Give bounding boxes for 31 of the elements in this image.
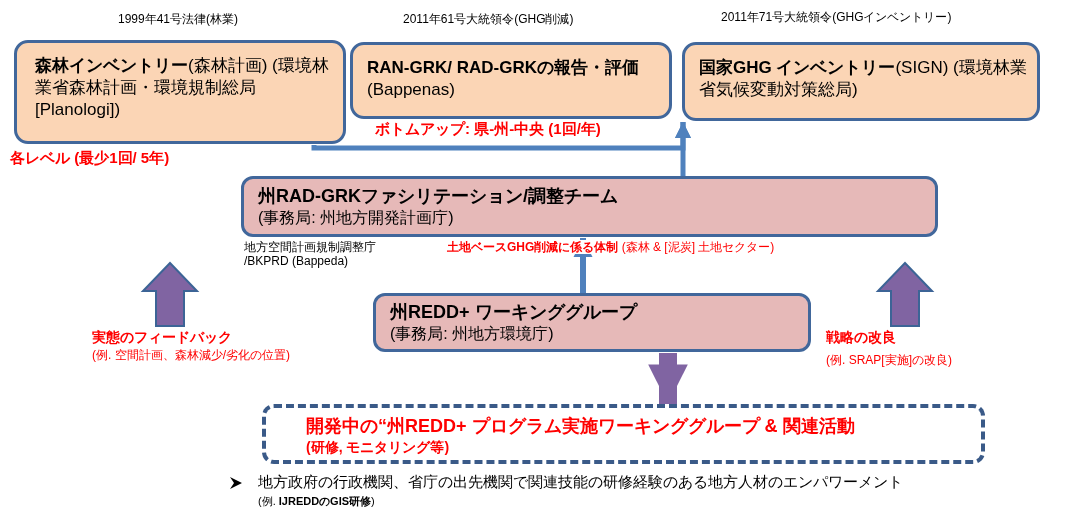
arrow [573,238,593,293]
frequency-note: 各レベル (最少1回/ 5年) [10,149,170,167]
box-subtitle: (事務局: 州地方環境庁) [390,323,554,344]
box-title: 森林インベントリー(森林計画) (環境林業省森林計画・環境規制総局[Planologi]) [35,55,330,122]
arrow [648,353,688,404]
improvement-example: (例. SRAP[実施]の改良) [826,353,952,368]
box-title: 国家GHG インベントリー(SIGN) (環境林業省気候変動対策総局) [699,57,1028,102]
feedback-caption: 実態のフィードバック [92,329,232,346]
feedback-example: (例. 空間計画、森林減少/劣化の位置) [92,348,290,363]
team-box [373,293,811,352]
law-caption: 2011年61号大統領令(GHG削減) [403,12,574,27]
box-title: 州REDD+ ワーキンググループ [390,301,637,324]
agency-box [682,42,1040,121]
agency-box [350,42,672,119]
law-caption: 1999年41号法律(林業) [118,12,239,27]
agency-box [14,40,346,144]
box-title: 開発中の“州REDD+ プログラム実施ワーキンググループ & 関連活動 [306,415,855,438]
arrow [675,122,691,176]
edge-label: ボトムアップ: 県-州-中央 (1回/年) [373,120,603,138]
law-caption: 2011年71号大統領令(GHGインベントリー) [721,10,952,25]
bullet-example: (例. IJREDDのGIS研修) [258,495,375,509]
edge-label: 土地ベースGHG削減に係る体制 (森林 & [泥炭] 土地セクター) [445,240,777,255]
activity-box [262,404,985,464]
box-title: RAN-GRK/ RAD-GRKの報告・評価 (Bappenas) [367,57,640,102]
box-title: 州RAD-GRKファシリテーション/調整チーム [258,185,618,208]
bullet-text: 地方政府の行政機関、省庁の出先機関で関連技能の研修経験のある地方人材のエンパワーメント [258,473,903,491]
box-subtitle: (事務局: 州地方開発計画庁) [258,207,454,228]
agency-note: 地方空間計画規制調整庁 /BKPRD (Bappeda) [244,240,377,269]
team-box [241,176,938,237]
improvement-caption: 戦略の改良 [826,329,896,346]
box-subtitle: (研修, モニタリング等) [306,438,450,456]
